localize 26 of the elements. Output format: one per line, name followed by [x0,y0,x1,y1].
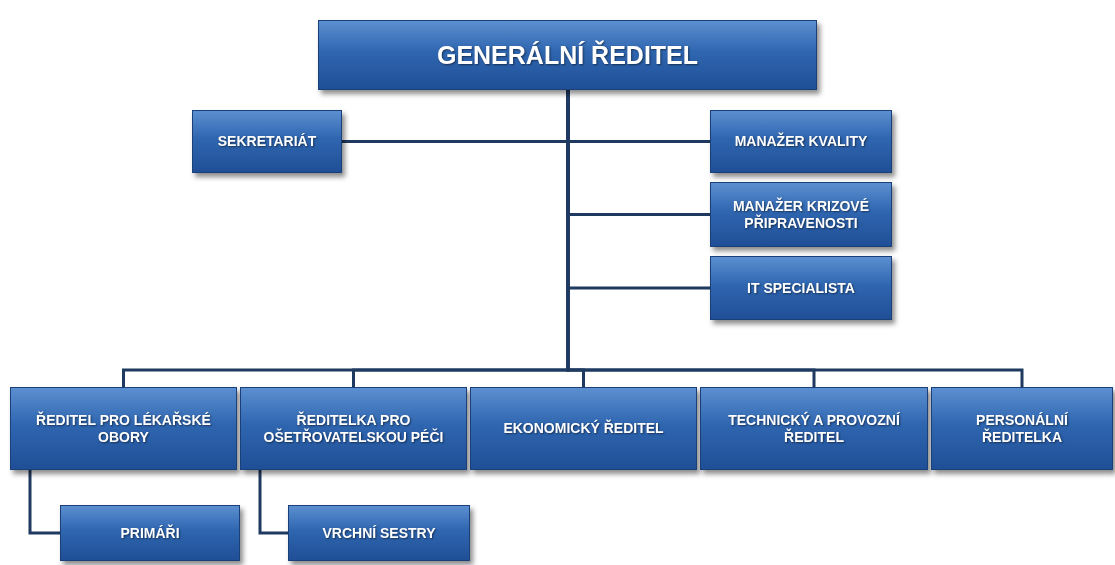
position-title: SEKRETARIÁT [217,133,317,150]
position-title: MANAŽER KRIZOVÉ PŘIPRAVENOSTI [731,198,871,231]
position-title: PRIMÁŘI [120,524,180,542]
position-title: TECHNICKÝ A PROVOZNÍ ŘEDITEL [727,412,901,445]
position-title: ŘEDITEL PRO LÉKAŘSKÉ OBORY [35,412,212,445]
position-box [288,505,470,561]
top-position-box [318,20,817,90]
position-box [10,387,237,470]
connector-line [28,470,60,535]
position-title: MANAŽER KVALITY [734,133,868,150]
position-box [710,110,892,173]
position-box [931,387,1113,470]
position-box [240,387,467,470]
position-title: VRCHNÍ SESTRY [322,524,436,542]
position-title: IT SPECIALISTA [747,279,855,297]
position-box [710,256,892,320]
position-box [700,387,928,470]
connector-line [258,470,288,535]
position-title: GENERÁLNÍ ŘEDITEL [436,40,699,70]
position-title: PERSONÁLNÍ ŘEDITELKA [975,412,1069,445]
position-box [710,182,892,247]
position-box [60,505,240,561]
position-title: EKONOMICKÝ ŘEDITEL [503,420,664,437]
position-title: ŘEDITELKA PRO OŠETŘOVATELSKOU PÉČI [262,412,445,445]
position-box [192,110,342,173]
position-box [470,387,697,470]
